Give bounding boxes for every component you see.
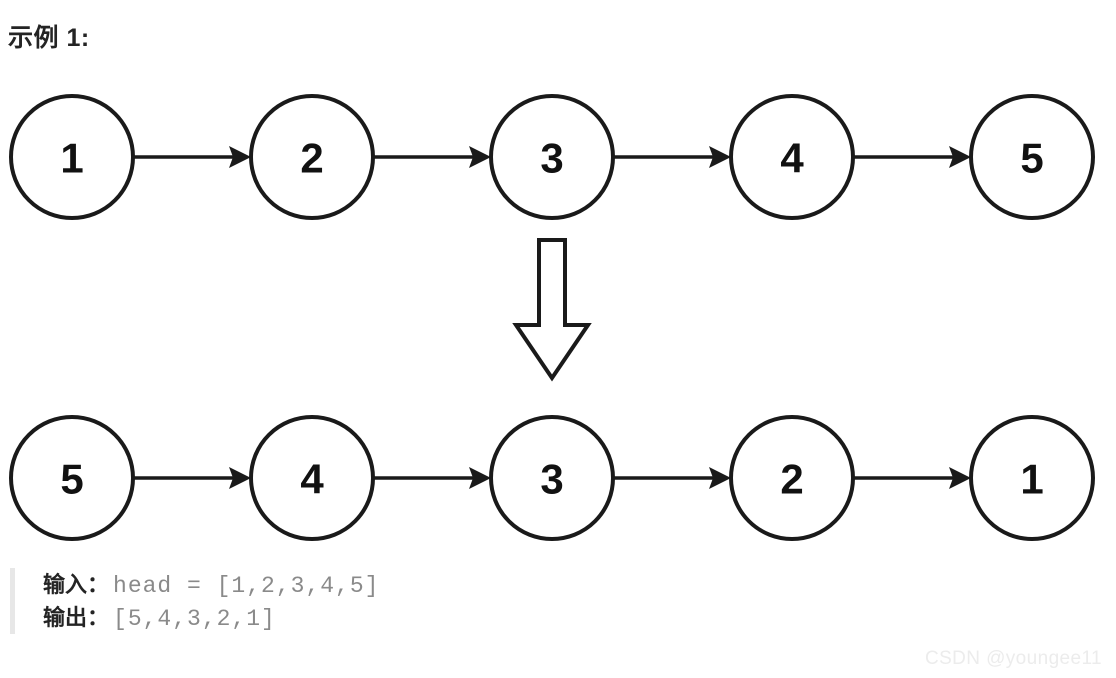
reversed-node-5: 1 <box>969 415 1095 541</box>
node-circle <box>9 94 135 220</box>
node-circle <box>969 94 1095 220</box>
reversed-node-4: 2 <box>729 415 855 541</box>
original-node-2: 2 <box>249 94 375 220</box>
csdn-watermark: CSDN @youngee11 <box>924 648 1102 669</box>
original-arrowhead-1 <box>229 146 251 168</box>
node-circle <box>489 415 615 541</box>
input-label: 输入： <box>43 572 110 597</box>
reversed-node-3: 3 <box>489 415 615 541</box>
top-row-links <box>133 146 971 168</box>
node-label: 5 <box>60 456 83 503</box>
node-label: 1 <box>60 135 83 182</box>
input-line: 输入：head = [1,2,3,4,5] <box>43 568 910 601</box>
transform-arrow <box>512 238 592 382</box>
reversed-arrowhead-4 <box>949 467 971 489</box>
node-label: 4 <box>300 456 324 503</box>
down-block-arrow-icon <box>512 238 592 382</box>
original-node-5: 5 <box>969 94 1095 220</box>
node-label: 2 <box>780 456 803 503</box>
node-circle <box>249 415 375 541</box>
output-line: 输出：[5,4,3,2,1] <box>43 601 910 634</box>
reversed-node-2: 4 <box>249 415 375 541</box>
reversed-arrowhead-2 <box>469 467 491 489</box>
diagram-svg: 1 2 3 4 5 5 4 3 2 1 <box>9 94 1095 541</box>
original-node-1: 1 <box>9 94 135 220</box>
node-circle <box>9 415 135 541</box>
reversed-arrowhead-3 <box>709 467 731 489</box>
node-label: 3 <box>540 456 563 503</box>
node-circle <box>729 94 855 220</box>
linked-list-diagram: 1 2 3 4 5 5 4 3 2 1 <box>0 70 1116 560</box>
page-title: 示例 1: <box>8 24 90 52</box>
node-circle <box>489 94 615 220</box>
node-circle <box>729 415 855 541</box>
original-arrowhead-3 <box>709 146 731 168</box>
node-label: 5 <box>1020 135 1043 182</box>
output-label: 输出： <box>43 605 110 630</box>
reversed-node-1: 5 <box>9 415 135 541</box>
original-node-4: 4 <box>729 94 855 220</box>
node-label: 4 <box>780 135 804 182</box>
output-value: [5,4,3,2,1] <box>113 606 276 632</box>
node-circle <box>249 94 375 220</box>
reversed-arrowhead-1 <box>229 467 251 489</box>
original-arrowhead-2 <box>469 146 491 168</box>
node-label: 2 <box>300 135 323 182</box>
node-label: 3 <box>540 135 563 182</box>
original-arrowhead-4 <box>949 146 971 168</box>
bottom-row-nodes: 5 4 3 2 1 <box>9 415 1095 541</box>
node-circle <box>969 415 1095 541</box>
io-block: 输入：head = [1,2,3,4,5] 输出：[5,4,3,2,1] <box>10 568 910 634</box>
bottom-row-links <box>133 467 971 489</box>
node-label: 1 <box>1020 456 1043 503</box>
original-node-3: 3 <box>489 94 615 220</box>
input-value: head = [1,2,3,4,5] <box>113 573 380 599</box>
top-row-nodes: 1 2 3 4 5 <box>9 94 1095 220</box>
